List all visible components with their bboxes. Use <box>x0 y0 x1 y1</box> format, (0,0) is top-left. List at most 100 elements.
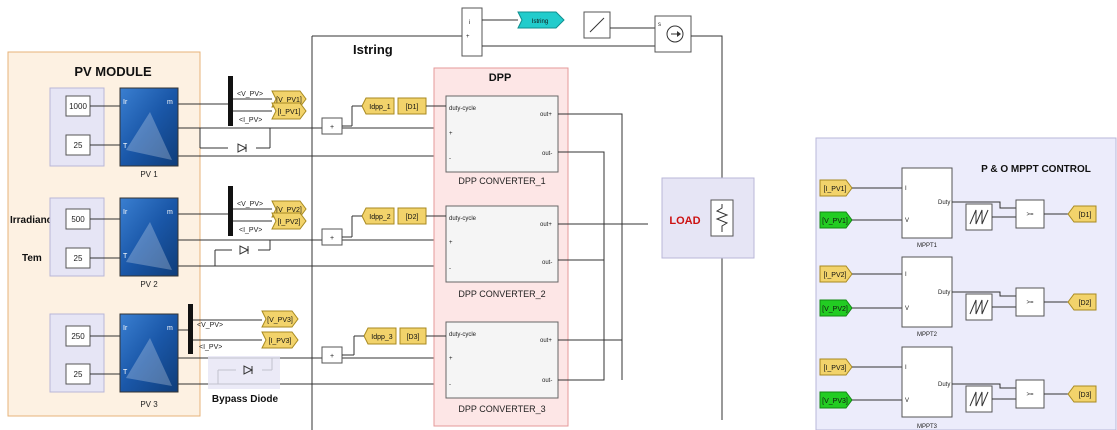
from-tag-i-pv3[interactable]: [I_PV3] <box>819 358 853 376</box>
pv-panel-3-group: 250 25 Ir T m PV 3 <box>49 313 179 409</box>
svg-text:[V_PV3]: [V_PV3] <box>267 317 293 324</box>
dpp-converter-2[interactable]: duty-cycle + - out+ out- <box>445 205 559 283</box>
svg-text:+: + <box>449 240 453 246</box>
svg-text:>=: >= <box>1026 392 1034 398</box>
pv1-port-t: T <box>123 143 128 150</box>
goto-tag-i-pv1[interactable]: [I_PV1] <box>271 102 307 120</box>
irradiance-value-2: 500 <box>71 215 85 224</box>
pv-array-block-1[interactable] <box>119 87 179 167</box>
bus-selector-2: <V_PV> <I_PV> <box>178 186 272 236</box>
irradiance-value-3: 250 <box>71 332 85 341</box>
bypass-diode-group: Bypass Diode <box>208 356 280 405</box>
svg-text:s: s <box>658 22 661 28</box>
goto-tag-d2[interactable]: [D2] <box>1067 293 1097 311</box>
svg-text:+: + <box>330 124 334 131</box>
svg-text:duty-cycle: duty-cycle <box>449 216 477 222</box>
goto-tag-i-pv3[interactable]: [I_PV3] <box>261 331 299 349</box>
svg-text:Idpp_3: Idpp_3 <box>371 334 393 341</box>
from-tag-i-pv1[interactable]: [I_PV1] <box>819 179 853 197</box>
svg-text:[D2]: [D2] <box>1079 300 1092 307</box>
from-tag-i-pv2[interactable]: [I_PV2] <box>819 265 853 283</box>
current-sensor-3[interactable]: + <box>321 346 343 364</box>
svg-text:out-: out- <box>542 151 552 157</box>
pv-panel-2-group: 500 25 Ir T m PV 2 <box>49 197 179 289</box>
load-label: LOAD <box>669 215 700 227</box>
svg-text:Duty: Duty <box>938 290 950 296</box>
svg-text:[D3]: [D3] <box>407 334 420 341</box>
svg-text:[V_PV1]: [V_PV1] <box>822 218 848 225</box>
svg-text:+: + <box>466 34 470 40</box>
svg-text:+: + <box>449 356 453 362</box>
dpp-converter-3[interactable]: duty-cycle + - out+ out- <box>445 321 559 399</box>
mppt-row-3: [I_PV3] [V_PV3] I V Duty MPPT3 >= [D3] <box>819 346 1097 430</box>
istring-title: Istring <box>353 42 393 57</box>
pv-panel-name-3: PV 3 <box>140 400 158 409</box>
pv-panel-1-group: 1000 25 Ir T m PV 1 <box>49 87 179 179</box>
svg-text:>=: >= <box>1026 212 1034 218</box>
svg-text:>=: >= <box>1026 300 1034 306</box>
goto-tag-d1[interactable]: [D1] <box>1067 205 1097 223</box>
svg-text:Duty: Duty <box>938 200 950 206</box>
svg-text:i: i <box>469 20 470 26</box>
from-tag-v-pv3[interactable]: [V_PV3] <box>819 391 853 409</box>
temperature-value-1: 25 <box>74 141 83 150</box>
pv-array-block-2[interactable] <box>119 197 179 277</box>
from-tag-v-pv2[interactable]: [V_PV2] <box>819 299 853 317</box>
svg-text:I: I <box>905 272 907 278</box>
idpp-tag-1[interactable]: Idpp_1 <box>361 97 395 115</box>
mppt-area: P & O MPPT CONTROL <box>815 137 1117 430</box>
goto-tag-d3[interactable]: [D3] <box>1067 385 1097 403</box>
compare-2[interactable] <box>1015 287 1045 317</box>
svg-text:Idpp_2: Idpp_2 <box>369 214 391 221</box>
bus3-v-label: <V_PV> <box>197 322 223 329</box>
temperature-value-3: 25 <box>74 370 83 379</box>
idpp-tag-3[interactable]: Idpp_3 <box>363 327 397 345</box>
compare-1[interactable] <box>1015 199 1045 229</box>
mppt-block-3[interactable] <box>901 346 953 418</box>
tem-label: Tem <box>22 253 42 264</box>
svg-text:V: V <box>905 398 909 404</box>
goto-tag-i-pv2[interactable]: [I_PV2] <box>271 212 307 230</box>
svg-text:[I_PV1]: [I_PV1] <box>278 109 301 116</box>
controlled-current-source[interactable]: s <box>654 15 692 53</box>
pv3-port-t: T <box>123 369 128 376</box>
svg-text:[V_PV2]: [V_PV2] <box>822 306 848 313</box>
current-sensor-1[interactable]: + <box>321 117 343 135</box>
svg-text:-: - <box>449 156 451 162</box>
ramp-block[interactable] <box>583 11 611 39</box>
svg-text:duty-cycle: duty-cycle <box>449 332 477 338</box>
duty-from-tag-2[interactable]: [D2] <box>397 207 427 225</box>
pv2-port-m: m <box>167 209 173 216</box>
istring-goto-tag[interactable] <box>517 11 565 29</box>
mppt-row-1: [I_PV1] [V_PV1] I V Duty MPPT1 >= [D1] <box>819 167 1097 249</box>
bus1-v-label: <V_PV> <box>237 91 263 98</box>
svg-text:[I_PV2]: [I_PV2] <box>824 272 847 279</box>
pv1-port-m: m <box>167 99 173 106</box>
dpp-converter-1[interactable]: duty-cycle + - out+ out- <box>445 95 559 173</box>
pv3-port-m: m <box>167 325 173 332</box>
svg-text:[I_PV1]: [I_PV1] <box>824 186 847 193</box>
duty-from-tag-3[interactable]: [D3] <box>399 327 427 345</box>
svg-text:out+: out+ <box>540 338 552 344</box>
pv2-port-ir: Ir <box>123 209 128 216</box>
idpp-tag-2[interactable]: Idpp_2 <box>361 207 395 225</box>
compare-3[interactable] <box>1015 379 1045 409</box>
mppt-name-3: MPPT3 <box>917 424 938 430</box>
goto-tag-v-pv3[interactable]: [V_PV3] <box>261 310 299 328</box>
constant-wires <box>90 105 120 375</box>
svg-text:-: - <box>449 266 451 272</box>
diode-1[interactable] <box>237 143 248 153</box>
load-resistor[interactable] <box>710 199 734 237</box>
mppt-name-2: MPPT2 <box>917 332 938 338</box>
duty-from-tag-1[interactable]: [D1] <box>397 97 427 115</box>
mppt-block-1[interactable] <box>901 167 953 239</box>
current-sensor-2[interactable]: + <box>321 228 343 246</box>
istring-sensor[interactable] <box>461 7 483 57</box>
diode-3[interactable] <box>243 365 254 375</box>
dpp-converter-1-name: DPP CONVERTER_1 <box>458 176 545 186</box>
svg-text:V: V <box>905 218 909 224</box>
diode-2[interactable] <box>239 245 250 255</box>
svg-text:V: V <box>905 306 909 312</box>
from-tag-v-pv1[interactable]: [V_PV1] <box>819 211 853 229</box>
pv-array-block-3[interactable] <box>119 313 179 393</box>
